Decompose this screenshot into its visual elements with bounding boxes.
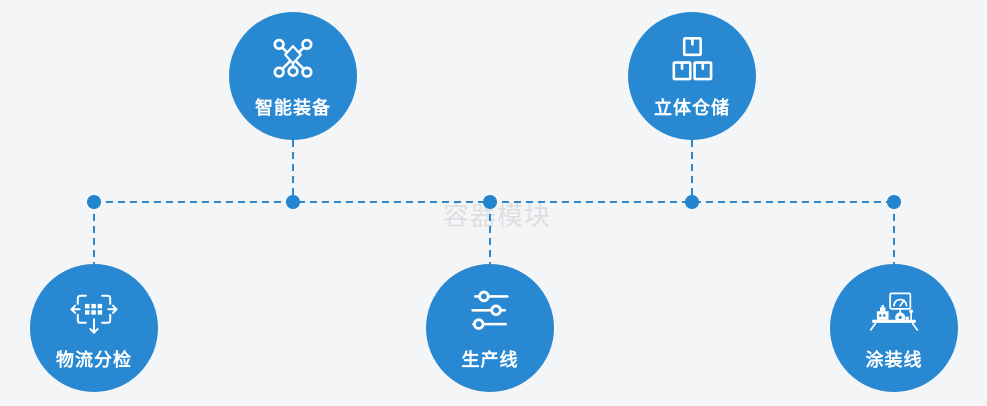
- node-painting-line: 涂装线: [830, 264, 958, 392]
- connector-vertical-line-production-line: [489, 202, 491, 264]
- node-label: 涂装线: [865, 350, 923, 370]
- node-label: 物流分检: [56, 350, 132, 370]
- control-station-icon: [866, 286, 922, 338]
- connector-dot: [87, 195, 101, 209]
- node-logistics-sorting: 物流分检: [30, 264, 158, 392]
- connector-dot: [483, 195, 497, 209]
- node-label: 立体仓储: [654, 98, 730, 118]
- watermark: 容器模块: [443, 201, 552, 231]
- connector-dot: [887, 195, 901, 209]
- node-label: 智能装备: [255, 98, 331, 118]
- node-label: 生产线: [461, 350, 519, 370]
- stacked-boxes-icon: [664, 34, 720, 86]
- connector-vertical-line-smart-equipment: [292, 140, 294, 202]
- connector-vertical-line-logistics-sorting: [93, 202, 95, 264]
- node-warehouse: 立体仓储: [628, 12, 756, 140]
- node-production-line: 生产线: [426, 264, 554, 392]
- network-nodes-icon: [265, 34, 321, 86]
- sorting-arrows-icon: [66, 286, 122, 338]
- connector-vertical-line-warehouse: [691, 140, 693, 202]
- sliders-icon: [462, 286, 518, 338]
- connector-dot: [685, 195, 699, 209]
- connector-dot: [286, 195, 300, 209]
- connector-vertical-line-painting-line: [893, 202, 895, 264]
- node-smart-equipment: 智能装备: [229, 12, 357, 140]
